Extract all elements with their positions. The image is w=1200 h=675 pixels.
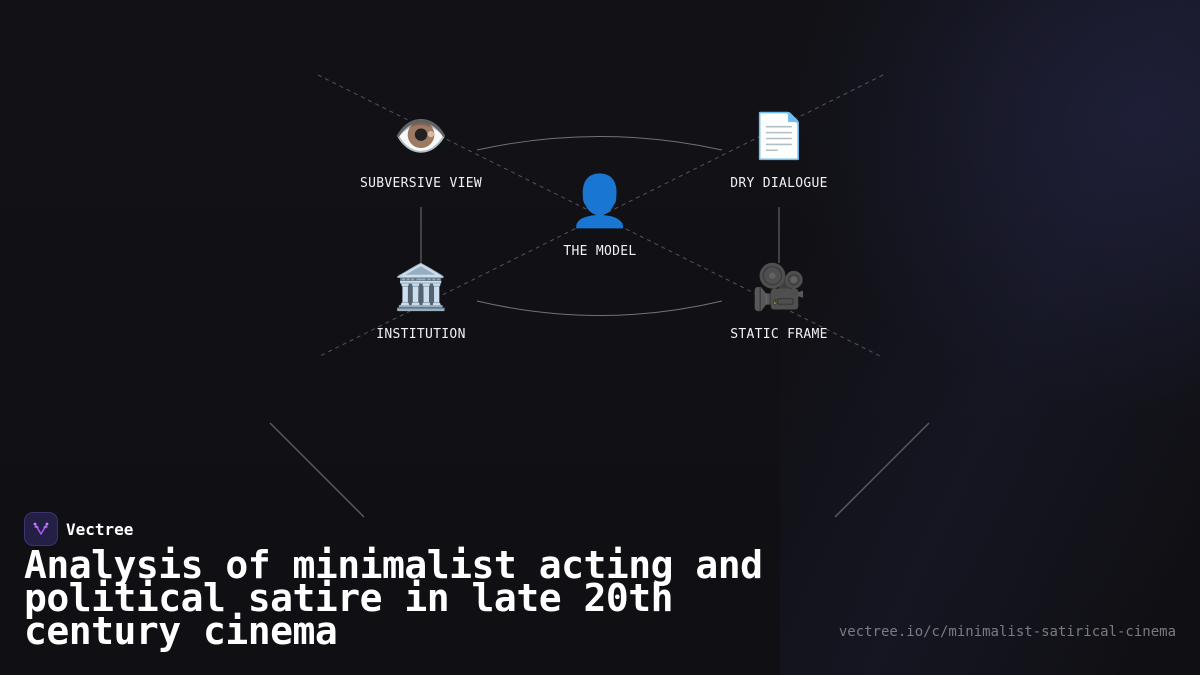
arc-top [476, 136, 723, 151]
node-dry-dialogue: 📄 DRY DIALOGUE [699, 111, 859, 192]
node-label: THE MODEL [563, 244, 637, 259]
node-static-frame: 🎥 STATIC FRAME [699, 262, 859, 343]
person-icon: 👤 [568, 172, 632, 230]
node-subversive-view: 👁️ SUBVERSIVE VIEW [341, 111, 501, 192]
brand-name: Vectree [66, 519, 134, 539]
node-label: DRY DIALOGUE [730, 176, 828, 191]
arc-bottom [476, 300, 723, 316]
brand[interactable]: Vectree [24, 512, 133, 546]
background-glow [780, 0, 1200, 675]
eye-icon: 👁️ [393, 111, 449, 162]
page-title: Analysis of minimalist acting and politi… [24, 543, 763, 653]
classical-building-icon: 🏛️ [393, 262, 449, 313]
document-icon: 📄 [751, 111, 807, 162]
node-label: STATIC FRAME [730, 327, 828, 342]
movie-camera-icon: 🎥 [751, 262, 807, 313]
vectree-logo-icon [24, 512, 58, 546]
node-institution: 🏛️ INSTITUTION [341, 262, 501, 343]
diagonal-dashed-line-left-to-right [317, 74, 881, 357]
perspective-line-left [269, 422, 365, 518]
node-label: SUBVERSIVE VIEW [360, 176, 482, 191]
perspective-line-right [834, 422, 930, 518]
page-url[interactable]: vectree.io/c/minimalist-satirical-cinema [838, 624, 1176, 640]
node-label: INSTITUTION [376, 327, 466, 342]
node-the-model: 👤 THE MODEL [520, 172, 680, 259]
diagonal-dashed-line-right-to-left [319, 74, 884, 357]
